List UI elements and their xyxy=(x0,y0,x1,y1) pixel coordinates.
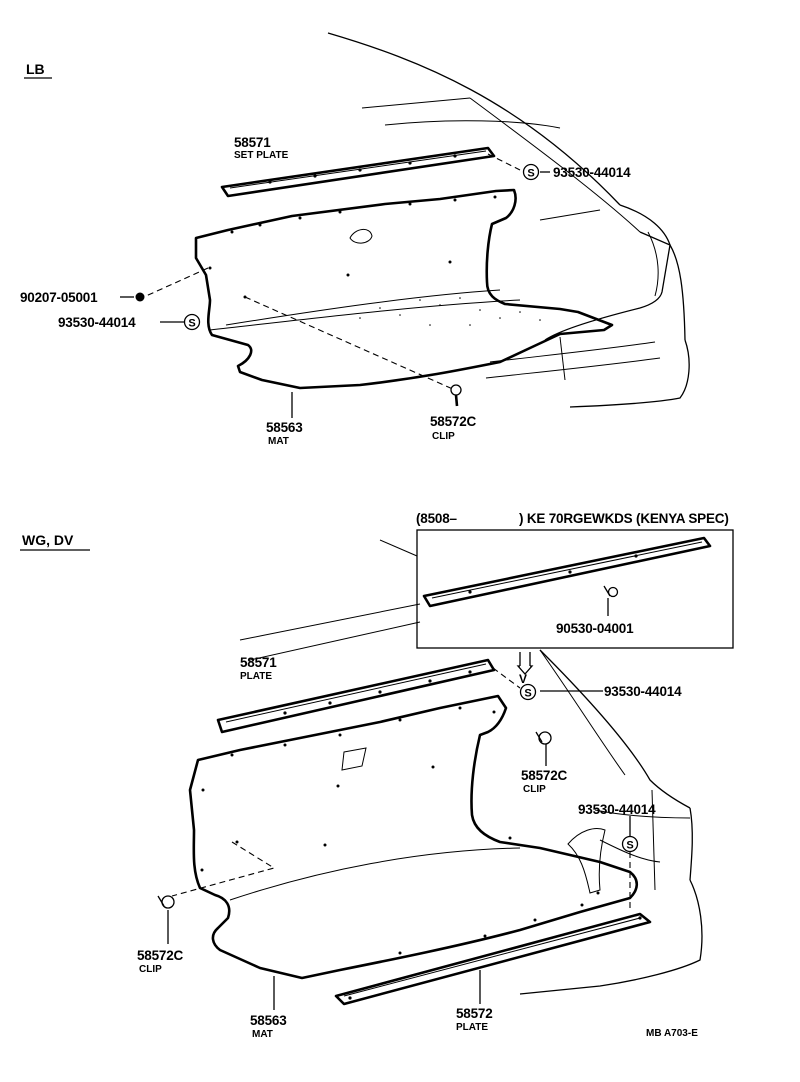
clip-icon xyxy=(157,895,175,909)
part-number-screw: 93530-44014 xyxy=(553,165,631,180)
svg-text:S: S xyxy=(527,168,534,180)
part-number-bolt: 90207-05001 xyxy=(20,290,98,305)
screw-icon: S xyxy=(519,683,537,701)
clip-icon xyxy=(603,585,619,598)
part-name-clip: CLIP xyxy=(139,964,162,975)
part-name-set-plate: SET PLATE xyxy=(234,150,289,161)
clip-icon xyxy=(450,384,462,407)
part-number-screw: 93530-44014 xyxy=(58,315,136,330)
part-name-mat: MAT xyxy=(268,436,289,447)
inset-box: 90530-04001 xyxy=(379,529,734,649)
part-name-plate-lower: PLATE xyxy=(456,1022,488,1033)
leader-line xyxy=(244,296,456,391)
part-number-inset: 90530-04001 xyxy=(556,621,634,636)
leader-line xyxy=(145,267,209,297)
wg-dv-section: WG, DV (8508– ) KE 70RGEWKDS (KENYA SPEC… xyxy=(20,511,734,1040)
part-number-mat: 58563 xyxy=(250,1013,287,1028)
wg-car-body xyxy=(239,603,703,995)
inset-note-start: (8508– xyxy=(416,511,458,526)
leader-line xyxy=(379,539,418,557)
figure-code: MB A703-E xyxy=(646,1028,698,1039)
inset-note-spec: ) KE 70RGEWKDS (KENYA SPEC) xyxy=(519,511,729,526)
part-number-screw: 93530-44014 xyxy=(604,684,682,699)
svg-text:S: S xyxy=(524,688,531,700)
part-number-clip: 58572C xyxy=(521,768,568,783)
down-arrow-icon: V xyxy=(516,652,534,686)
screw-icon: S xyxy=(183,313,201,331)
part-number-clip: 58572C xyxy=(430,414,477,429)
svg-text:V: V xyxy=(519,672,527,686)
part-number-screw: 93530-44014 xyxy=(578,802,656,817)
wg-plate-shape xyxy=(216,658,496,734)
lb-section: LB xyxy=(20,32,690,447)
section-label-lb: LB xyxy=(26,61,45,77)
leader-line xyxy=(171,841,276,897)
screw-icon: S xyxy=(522,163,540,181)
part-name-clip: CLIP xyxy=(523,784,546,795)
section-label-wg-dv: WG, DV xyxy=(22,532,74,548)
part-number-set-plate: 58571 xyxy=(234,135,271,150)
svg-text:S: S xyxy=(626,840,633,852)
part-name-mat: MAT xyxy=(252,1029,273,1040)
screw-icon: S xyxy=(621,835,639,853)
leader-line xyxy=(492,667,521,689)
wg-lower-plate-shape xyxy=(334,912,652,1006)
wg-mat-shape xyxy=(188,694,639,980)
svg-text:S: S xyxy=(188,318,195,330)
part-number-plate-lower: 58572 xyxy=(456,1006,493,1021)
lb-mat-shape xyxy=(194,188,614,390)
lb-set-plate-shape xyxy=(220,146,496,198)
clip-icon xyxy=(535,731,552,745)
part-number-clip: 58572C xyxy=(137,948,184,963)
part-name-clip: CLIP xyxy=(432,431,455,442)
lb-car-body xyxy=(327,32,690,408)
bolt-icon xyxy=(135,292,145,302)
part-name-plate: PLATE xyxy=(240,671,272,682)
leader-line xyxy=(487,153,521,171)
part-number-plate: 58571 xyxy=(240,655,277,670)
part-number-mat: 58563 xyxy=(266,420,303,435)
